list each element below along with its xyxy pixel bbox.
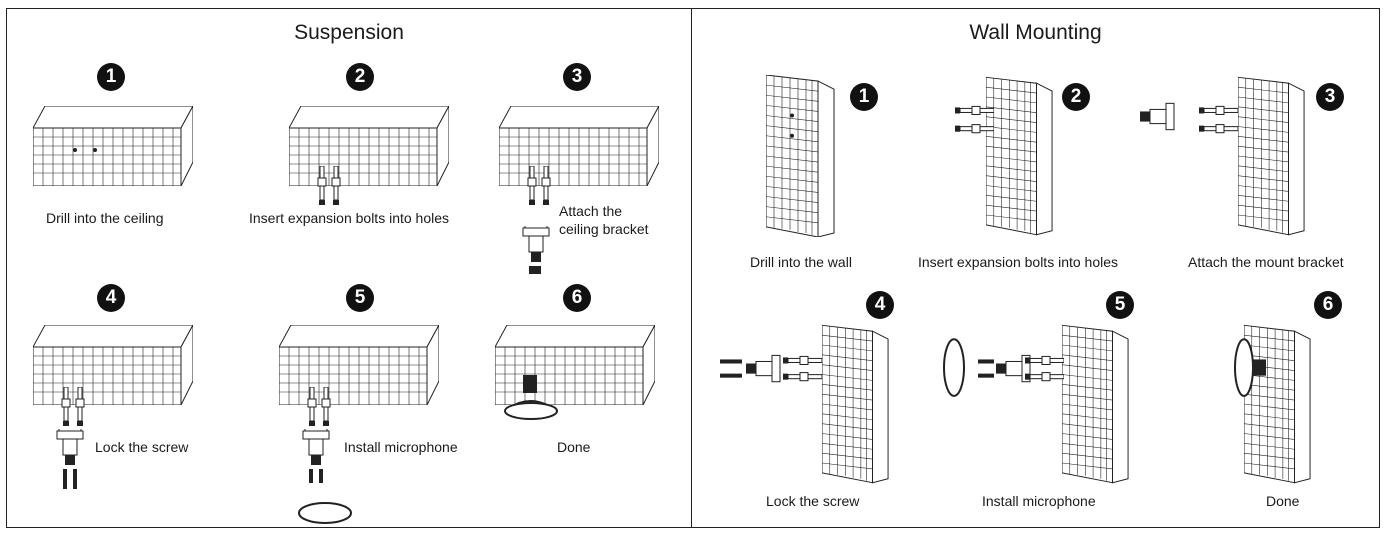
wall-panel-drill-illustration — [766, 75, 836, 237]
step-caption: Insert expansion bolts into holes — [918, 254, 1119, 270]
step-caption: Install microphone — [344, 439, 458, 455]
suspension-panel: Suspension 1 Drill into the ceiling 2 In… — [6, 8, 692, 528]
step-number-badge: 3 — [1316, 83, 1344, 111]
step-caption-line: Attach the — [559, 203, 623, 219]
step-caption: Lock the screw — [95, 439, 189, 455]
step-number-badge: 1 — [850, 83, 878, 111]
step-number-badge: 6 — [1314, 291, 1342, 319]
wall-panel-install-microphone-illustration — [940, 324, 1129, 484]
ceiling-tile-done-illustration — [495, 325, 655, 425]
step-number-badge: 3 — [563, 63, 591, 91]
step-caption: Install microphone — [982, 493, 1096, 509]
step-caption: Drill into the wall — [750, 254, 852, 270]
wall-panel-bracket-illustration — [1139, 76, 1305, 236]
step-caption: Done — [557, 439, 591, 455]
step-caption: Attach the mount bracket — [1188, 254, 1344, 270]
ceiling-tile-bolts-illustration — [289, 106, 449, 206]
ceiling-tile-install-microphone-illustration — [279, 325, 439, 525]
ceiling-tile-lock-screw-illustration — [33, 325, 193, 489]
wall-panel-bolts-illustration — [954, 76, 1053, 236]
wall-panel-lock-screw-illustration — [720, 324, 889, 484]
step-number-badge: 4 — [97, 284, 125, 312]
step-number-badge: 5 — [1106, 291, 1134, 319]
step-caption-line: ceiling bracket — [559, 221, 649, 237]
panel-title: Suspension — [294, 21, 404, 44]
step-number-badge: 2 — [346, 63, 374, 91]
step-number-badge: 4 — [866, 291, 894, 319]
step-caption: Done — [1266, 493, 1300, 509]
step-number-badge: 5 — [346, 284, 374, 312]
wall-mounting-panel: Wall Mounting 1 Drill into the wall 2 In… — [691, 8, 1380, 528]
step-caption: Attach the ceiling bracket — [559, 202, 649, 238]
ceiling-tile-drill-illustration — [33, 106, 193, 186]
step-number-badge: 2 — [1062, 83, 1090, 111]
panel-title: Wall Mounting — [969, 21, 1102, 44]
ceiling-tile-bracket-illustration — [499, 106, 659, 274]
step-number-badge: 6 — [563, 284, 591, 312]
step-caption: Lock the screw — [766, 493, 860, 509]
step-caption: Insert expansion bolts into holes — [249, 210, 450, 226]
wall-panel-done-illustration — [1232, 324, 1311, 484]
step-caption: Drill into the ceiling — [46, 210, 164, 226]
step-number-badge: 1 — [97, 63, 125, 91]
